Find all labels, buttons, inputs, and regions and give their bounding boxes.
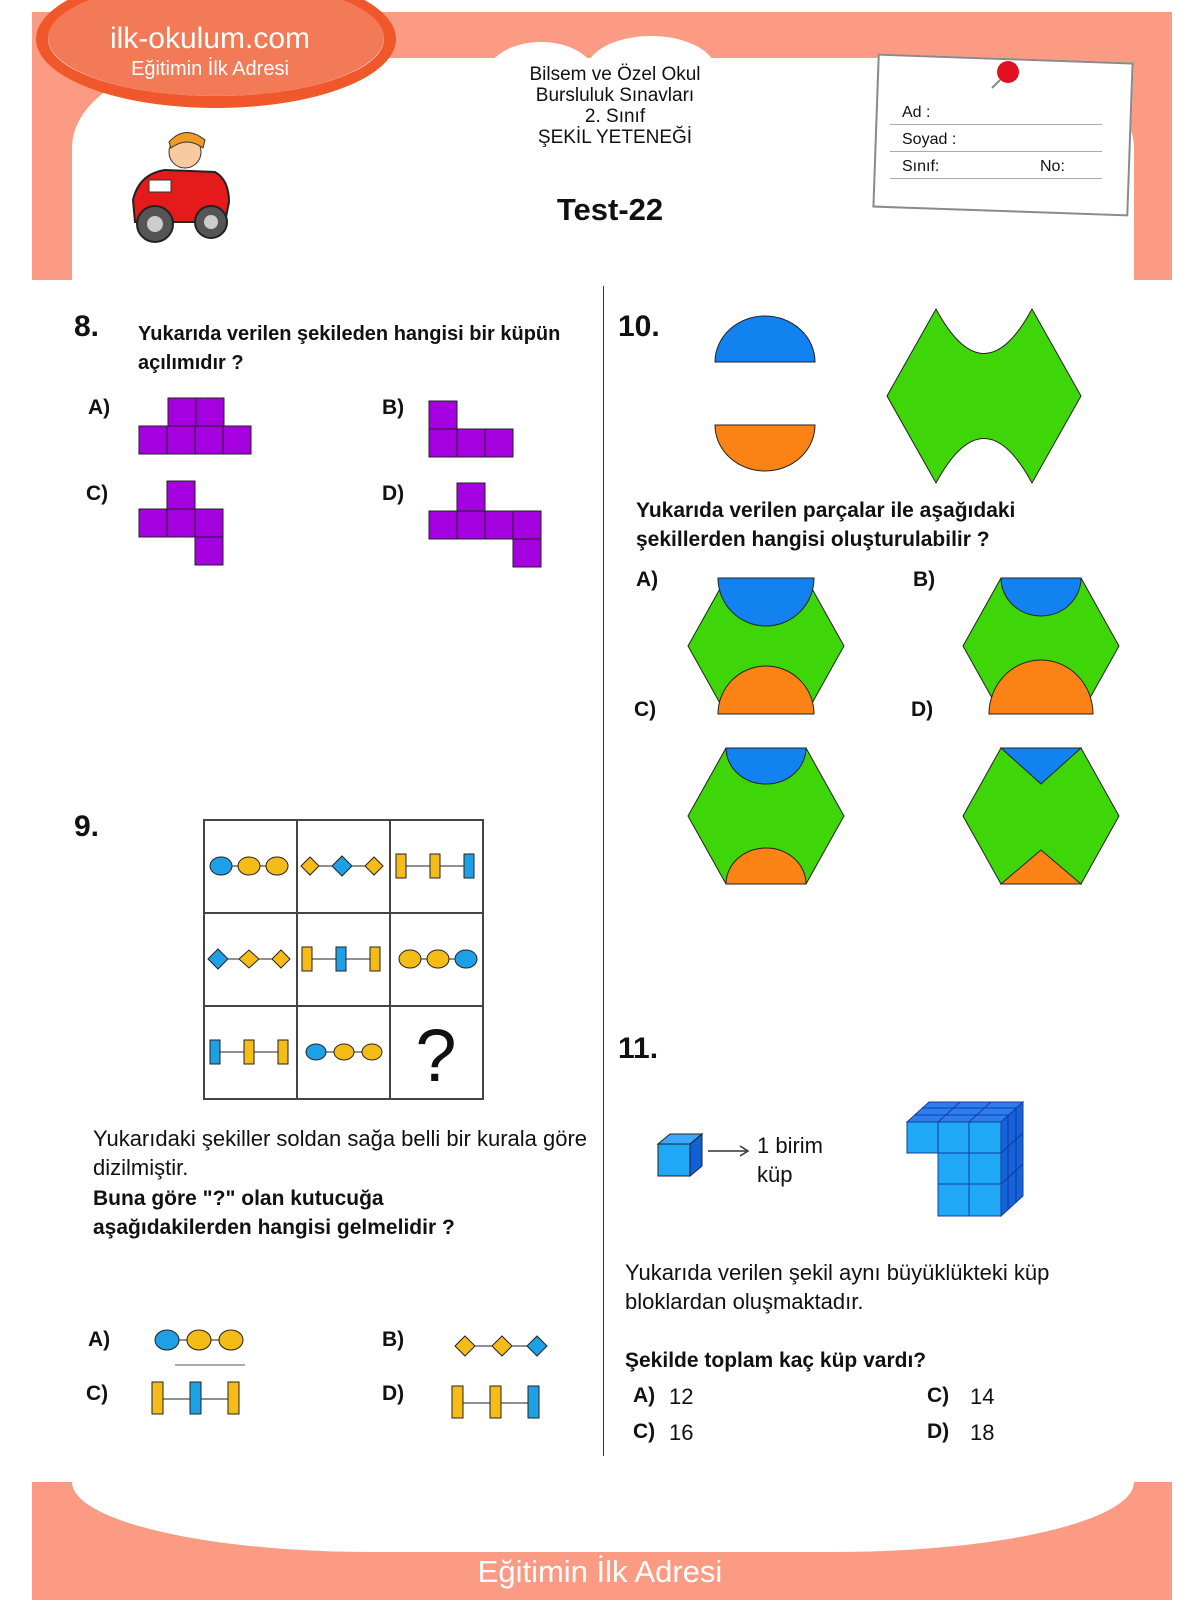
q10-option-d-shape[interactable]	[961, 746, 1121, 886]
q11-cube-structure	[905, 1100, 1025, 1218]
note-no-label: No:	[1040, 158, 1065, 175]
unit-cube-icon	[656, 1132, 704, 1178]
q11-option-3-letter[interactable]: C)	[633, 1420, 656, 1443]
q11-option-4-value: 18	[970, 1420, 995, 1445]
q9-option-a-label[interactable]: A)	[88, 1328, 111, 1351]
logo-subtitle: Eğitimin İlk Adresi	[131, 58, 289, 80]
q10-option-d-label[interactable]: D)	[911, 698, 934, 721]
cloud-text: Bilsem ve Özel Okul Bursluluk Sınavları …	[495, 64, 735, 148]
q8-text: Yukarıda verilen şekileden hangisi bir k…	[138, 323, 561, 374]
note-line	[890, 124, 1102, 125]
q10-option-c-shape[interactable]	[686, 746, 846, 886]
q10-option-a-shape[interactable]	[686, 576, 846, 716]
q11-option-3-value: 16	[669, 1420, 694, 1445]
q9-option-b-label[interactable]: B)	[382, 1328, 405, 1351]
thought-bubble-small	[372, 118, 422, 152]
q8-option-c-label[interactable]: C)	[86, 482, 109, 505]
footer-arc	[72, 1482, 1134, 1552]
q10-green-piece	[886, 307, 1082, 485]
q8-option-a-label[interactable]: A)	[88, 396, 111, 419]
q11-option-2-letter[interactable]: C)	[927, 1384, 950, 1407]
q8-option-b-label[interactable]: B)	[382, 396, 405, 419]
thought-bubble-small	[260, 192, 284, 208]
q10-option-b-label[interactable]: B)	[913, 568, 936, 591]
q10-option-c-label[interactable]: C)	[634, 698, 657, 721]
q9-option-d-label[interactable]: D)	[382, 1382, 405, 1405]
car-mascot-icon	[131, 132, 231, 243]
note-line	[890, 178, 1102, 179]
q9-question-mark: ?	[415, 1014, 456, 1097]
q9-number: 9.	[74, 810, 100, 843]
q8-number: 8.	[74, 310, 100, 343]
q9-option-c-shape[interactable]	[151, 1380, 248, 1418]
thought-bubble-small	[322, 164, 362, 190]
q10-blue-half-circle	[714, 315, 816, 363]
cloud-line-4: ŞEKİL YETENEĞİ	[537, 127, 693, 148]
q11-number: 11.	[618, 1032, 659, 1065]
q8-option-d-label[interactable]: D)	[382, 482, 405, 505]
title-cloud-puff	[486, 42, 596, 112]
q9-pattern-grid: ?	[203, 819, 484, 1100]
logo-fill	[48, 0, 384, 96]
q10-question: Yukarıda verilen parçalar ile aşağıdaki …	[636, 499, 1016, 551]
q9-option-a-shape[interactable]	[153, 1328, 247, 1370]
pushpin-icon	[991, 61, 1019, 89]
q9-option-b-shape[interactable]	[454, 1332, 551, 1360]
title-cloud-puff	[610, 122, 740, 176]
q11-option-2-value: 14	[970, 1384, 995, 1409]
q11-option-4-letter[interactable]: D)	[927, 1420, 950, 1443]
q8-net-c[interactable]	[138, 480, 229, 571]
cloud-line-2: Bursluluk Sınavları	[535, 85, 695, 106]
footer-title[interactable]: ilk-okulum.com	[453, 1506, 747, 1555]
q9-option-c-label[interactable]: C)	[86, 1382, 109, 1405]
note-ad-label: Ad :	[902, 104, 931, 121]
q11-option-1-value: 12	[669, 1384, 694, 1409]
title-cloud-puff	[586, 36, 716, 106]
thought-bubble-small	[288, 180, 318, 200]
q8-net-d[interactable]	[428, 482, 549, 573]
note-sinif-label: Sınıf:	[902, 158, 940, 175]
title-cloud-puff	[462, 120, 602, 178]
q9-question: Buna göre "?" olan kutucuğa aşağıdakiler…	[93, 1187, 455, 1239]
test-title: Test-22	[556, 192, 664, 227]
unit-cube-label: 1 birim küp	[757, 1133, 824, 1187]
q11-question: Şekilde toplam kaç küp vardı?	[625, 1349, 927, 1372]
logo-title[interactable]: ilk-okulum.com	[109, 22, 311, 55]
q9-text: Yukarıdaki şekiller soldan sağa belli bi…	[93, 1126, 588, 1180]
note-line	[890, 151, 1102, 152]
arrow-right-icon	[708, 1145, 750, 1157]
note-soyad-label: Soyad :	[902, 131, 957, 148]
q11-option-1-letter[interactable]: A)	[633, 1384, 656, 1407]
q10-orange-half-circle	[714, 424, 816, 472]
q10-option-a-label[interactable]: A)	[636, 568, 659, 591]
q8-net-a[interactable]	[138, 397, 255, 456]
thought-bubble-small	[238, 202, 256, 214]
footer-subtitle: Eğitimin İlk Adresi	[477, 1554, 723, 1589]
q10-option-b-shape[interactable]	[961, 576, 1121, 716]
q9-option-d-shape[interactable]	[451, 1384, 548, 1422]
column-divider	[603, 286, 604, 1456]
cloud-line-3: 2. Sınıf	[584, 106, 646, 127]
q11-text: Yukarıda verilen şekil aynı büyüklükteki…	[625, 1260, 1050, 1314]
q10-number: 10.	[618, 310, 660, 343]
q8-net-b[interactable]	[428, 400, 519, 459]
cloud-line-1: Bilsem ve Özel Okul	[529, 64, 701, 85]
